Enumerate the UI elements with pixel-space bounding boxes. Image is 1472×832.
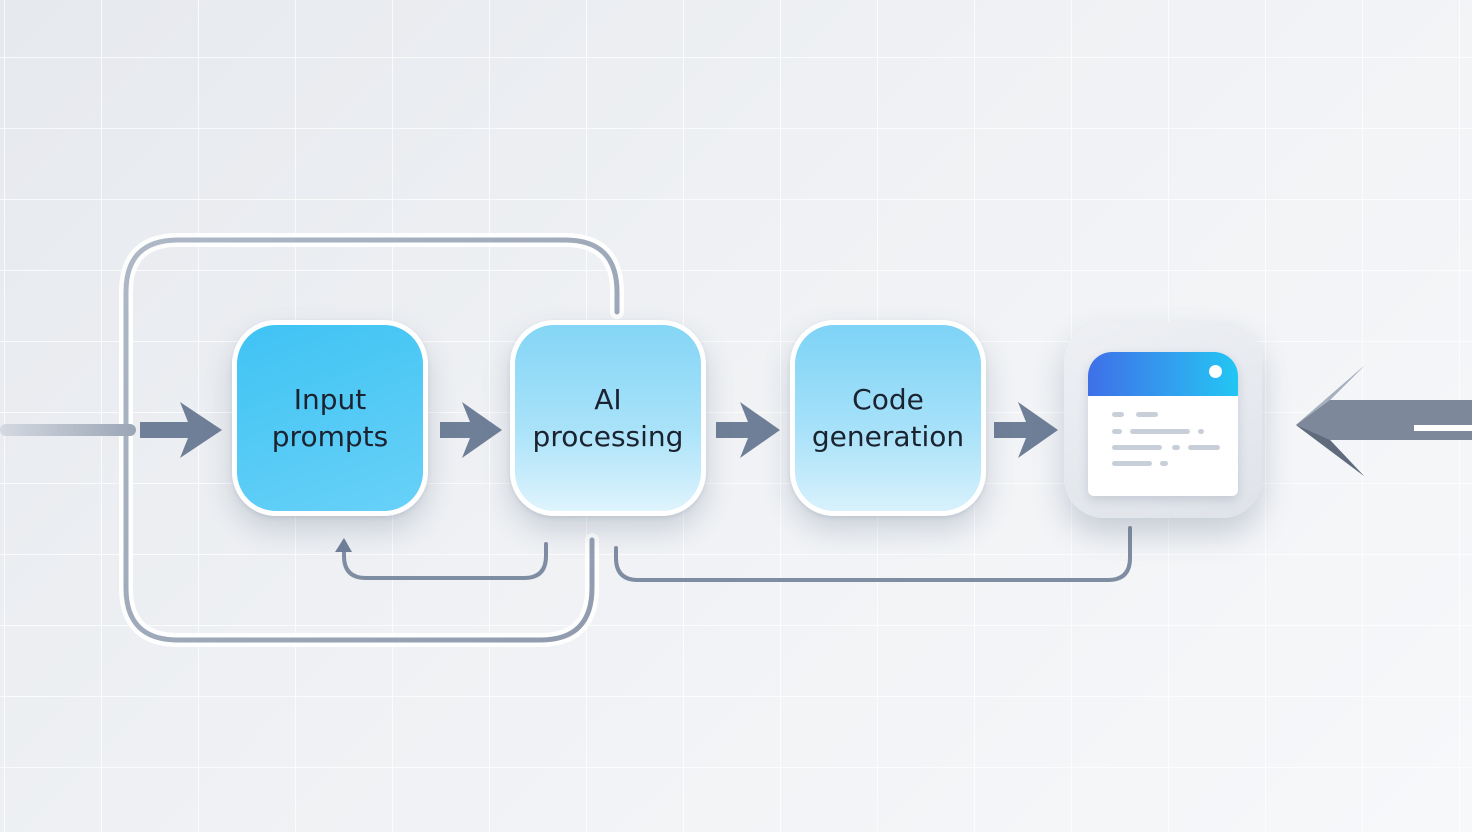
arrow-right-icon	[994, 402, 1058, 458]
exit-arrowhead-icon	[1296, 366, 1472, 476]
document-header	[1088, 352, 1238, 396]
document-line	[1160, 461, 1168, 466]
step-ai-processing: AI processing	[510, 320, 706, 516]
step-input-prompts: Input prompts	[232, 320, 428, 516]
document-line	[1198, 429, 1204, 434]
document-line	[1130, 429, 1190, 434]
entry-arrow-icon	[140, 402, 222, 458]
document-line	[1188, 445, 1220, 450]
step-label: Code generation	[811, 383, 965, 453]
document-line	[1136, 412, 1158, 417]
step-label: Input prompts	[271, 383, 389, 453]
inner-loop-path	[342, 542, 548, 580]
output-card	[1064, 322, 1262, 518]
status-dot	[1209, 365, 1222, 378]
document-icon	[1088, 352, 1238, 496]
output-loop-path	[614, 526, 1132, 582]
step-code-generation: Code generation	[790, 320, 986, 516]
entry-bar	[0, 424, 136, 436]
document-line	[1112, 445, 1162, 450]
document-line	[1172, 445, 1180, 450]
exit-bar-highlight	[1414, 425, 1472, 431]
arrow-right-icon	[716, 402, 780, 458]
step-label: AI processing	[532, 383, 684, 453]
document-line	[1112, 429, 1122, 434]
document-line	[1112, 412, 1124, 417]
arrow-right-icon	[440, 402, 502, 458]
inner-loop-arrowhead-icon	[335, 538, 352, 552]
document-line	[1112, 461, 1152, 466]
